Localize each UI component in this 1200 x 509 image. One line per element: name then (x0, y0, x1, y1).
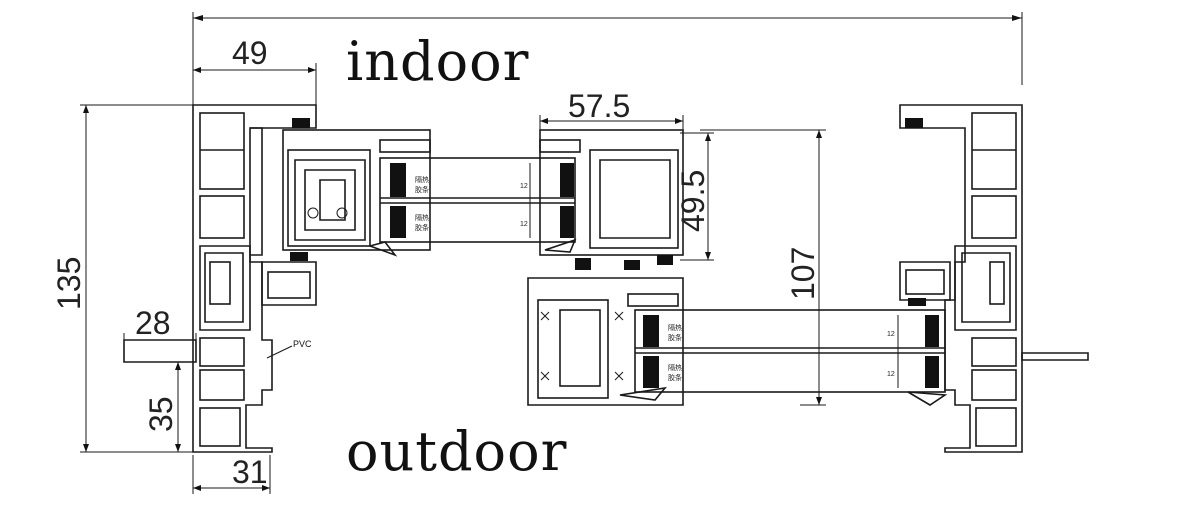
lower-glass-unit: 12 12 隔热 胶条 隔热 胶条 (634, 309, 946, 393)
upper-glass-thickness-b: 12 (520, 221, 528, 228)
dim-frame-depth-top: 49 (232, 35, 268, 71)
dim-total-height: 135 (51, 257, 87, 310)
upper-glass-tag-c: 隔热 (415, 213, 429, 222)
lower-glass-tag-b: 胶条 (668, 333, 682, 342)
upper-glass-thickness-a: 12 (520, 183, 528, 190)
dim-fin-length: 28 (135, 305, 171, 341)
dim-bottom-width: 31 (232, 454, 268, 490)
outdoor-label: outdoor (346, 420, 567, 483)
lower-glass-tag-d: 胶条 (668, 373, 682, 382)
pvc-leader-line (266, 345, 293, 359)
inner-right-sash (539, 129, 684, 270)
upper-glass-tag-d: 胶条 (415, 223, 429, 232)
dim-sash-height: 49.5 (675, 170, 711, 232)
lower-glass-tag-c: 隔热 (668, 363, 682, 372)
right-frame-profile (899, 104, 1089, 453)
upper-glass-tag-a: 隔热 (415, 175, 429, 184)
lower-glass-tag-a: 隔热 (668, 323, 682, 332)
left-frame-profile (123, 104, 317, 453)
lower-glass-thickness-a: 12 (887, 331, 895, 338)
dim-fin-offset: 35 (143, 396, 179, 432)
outer-sash (527, 277, 684, 406)
dim-outer-sash-offset: 107 (785, 247, 821, 300)
dimension-lines (80, 12, 1023, 494)
inner-left-sash (282, 118, 431, 261)
lower-glass-thickness-b: 12 (887, 371, 895, 378)
upper-glass-tag-b: 胶条 (415, 185, 429, 194)
upper-glass-unit: 12 12 隔热 胶条 隔热 胶条 (379, 157, 576, 243)
dim-sash-width: 57.5 (568, 88, 630, 124)
indoor-label: indoor (346, 30, 529, 93)
pvc-label: PVC (293, 339, 312, 349)
